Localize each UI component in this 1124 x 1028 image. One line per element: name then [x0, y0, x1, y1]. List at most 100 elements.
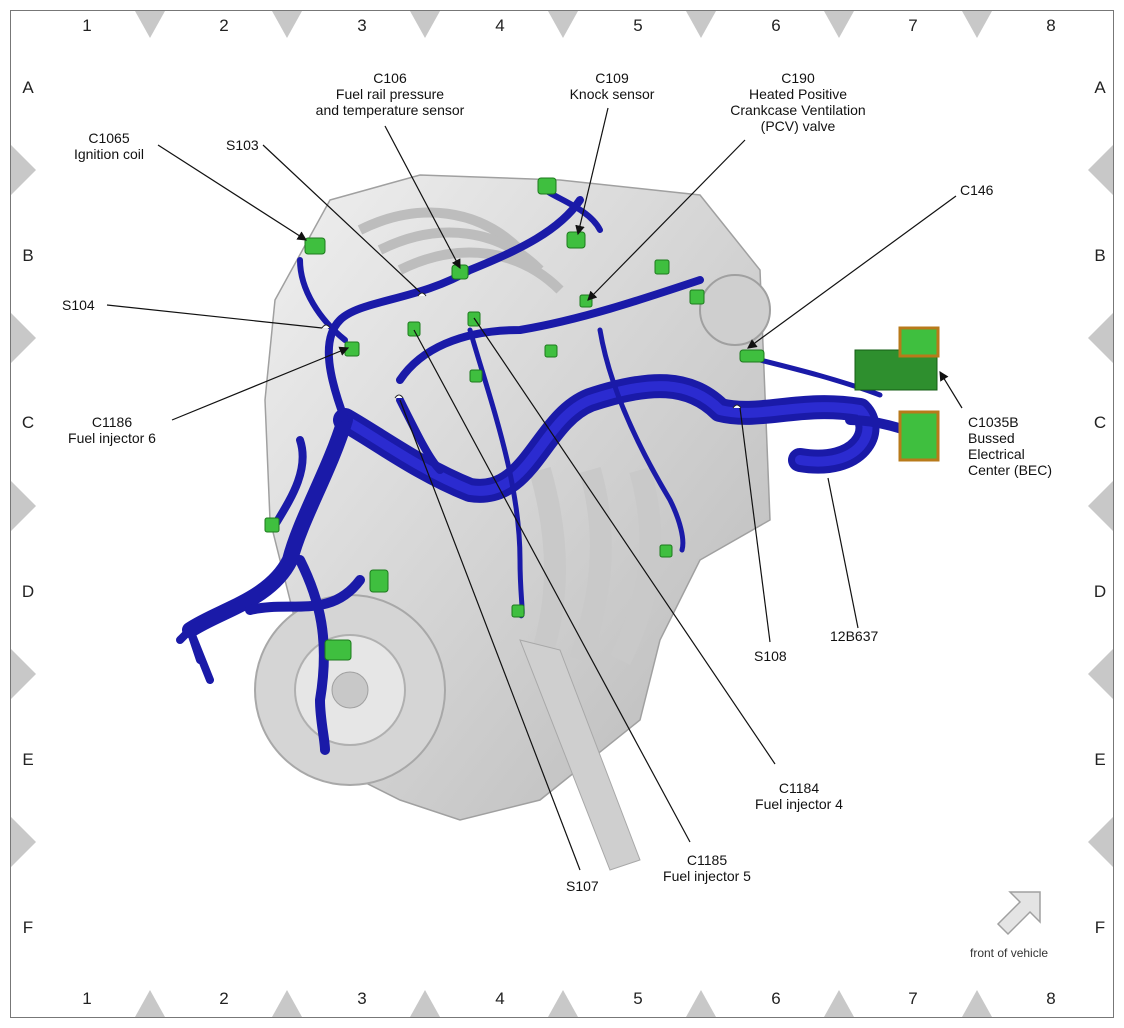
grid-marker-right-d — [1088, 649, 1113, 699]
callout-code: C1065 — [88, 130, 130, 146]
callout-code: 12B637 — [830, 628, 879, 644]
grid-marker-top-2 — [272, 11, 302, 38]
callout-code: C146 — [960, 182, 994, 198]
exhaust-manifold — [529, 466, 662, 665]
grid-col-label: 4 — [495, 16, 505, 35]
bec-block — [854, 326, 940, 462]
grid-row-label: B — [1094, 246, 1106, 265]
grid-marker-top-1 — [135, 11, 165, 38]
callout-desc: Ignition coil — [73, 146, 145, 162]
callout-code: C106 — [373, 70, 407, 86]
callout-c109: C109 Knock sensor — [560, 70, 664, 102]
front-of-vehicle-label: front of vehicle — [970, 946, 1049, 960]
callout-c1186: C1186 Fuel injector 6 — [56, 414, 168, 446]
grid-marker-left-a — [11, 145, 36, 195]
grid-row-label: E — [22, 750, 34, 769]
callout-desc: Center (BEC) — [968, 462, 1053, 478]
callout-code: C1184 — [778, 780, 820, 796]
callout-c106: C106 Fuel rail pressure and temperature … — [298, 70, 482, 118]
callout-c1065: C1065 Ignition coil — [62, 130, 156, 162]
grid-marker-bottom-5 — [686, 990, 716, 1017]
alternator — [699, 274, 771, 346]
callout-code: S103 — [226, 137, 259, 153]
callout-desc: Heated Positive — [748, 86, 848, 102]
grid-col-label: 6 — [771, 16, 781, 35]
grid-marker-left-b — [11, 313, 36, 363]
grid-col-label: 4 — [495, 989, 505, 1008]
callout-code: C109 — [595, 70, 629, 86]
grid-row-label: A — [22, 78, 34, 97]
callout-code: S108 — [754, 648, 787, 664]
callout-s103: S103 — [226, 137, 259, 153]
grid-marker-bottom-2 — [272, 990, 302, 1017]
grid-row-label: D — [21, 582, 35, 601]
callout-s104: S104 — [62, 297, 95, 313]
grid-marker-top-7 — [962, 11, 992, 38]
callout-desc: Knock sensor — [569, 86, 655, 102]
callout-code: C1035B — [968, 414, 1019, 430]
grid-marker-right-c — [1088, 481, 1113, 531]
grid-col-label: 7 — [908, 989, 918, 1008]
grid-marker-top-3 — [410, 11, 440, 38]
grid-col-label: 7 — [908, 16, 918, 35]
callout-desc: Bussed — [968, 430, 1015, 446]
grid-row-label: F — [22, 918, 34, 937]
grid-row-label: B — [22, 246, 34, 265]
grid-marker-left-e — [11, 817, 36, 867]
callout-desc: Fuel injector 5 — [663, 868, 751, 884]
callout-desc: Crankcase Ventilation — [730, 102, 866, 118]
grid-row-label: C — [1093, 413, 1107, 432]
grid-marker-left-d — [11, 649, 36, 699]
grid-col-label: 5 — [633, 16, 643, 35]
callout-desc: (PCV) valve — [760, 118, 836, 134]
diagram-frame — [10, 10, 1114, 1018]
grid-row-label: F — [1094, 918, 1106, 937]
callout-code: C1186 — [91, 414, 133, 430]
callout-code: S107 — [566, 878, 599, 894]
grid-marker-bottom-1 — [135, 990, 165, 1017]
callout-desc: Fuel rail pressure — [335, 86, 445, 102]
grid-col-label: 3 — [357, 989, 367, 1008]
grid-marker-left-c — [11, 481, 36, 531]
splice-markers — [321, 292, 742, 409]
callout-c190: C190 Heated Positive Crankcase Ventilati… — [712, 70, 884, 134]
callout-c146: C146 — [960, 182, 993, 198]
grid-col-label: 2 — [219, 16, 229, 35]
grid-row-label: D — [1093, 582, 1107, 601]
grid-col-label: 5 — [633, 989, 643, 1008]
grid-marker-right-a — [1088, 145, 1113, 195]
connector-c146 — [739, 349, 765, 363]
grid-col-label: 8 — [1046, 16, 1056, 35]
callout-code: C190 — [781, 70, 815, 86]
intake-runners — [357, 207, 564, 294]
grid-row-label: A — [1094, 78, 1106, 97]
grid-row-label: C — [21, 413, 35, 432]
grid-col-label: 6 — [771, 989, 781, 1008]
connector-c1185 — [407, 321, 421, 337]
grid-marker-bottom-3 — [410, 990, 440, 1017]
connector-c1065 — [304, 237, 326, 255]
callout-c1184: C1184 Fuel injector 4 — [744, 780, 854, 812]
grid-marker-bottom-7 — [962, 990, 992, 1017]
grid-marker-bottom-6 — [824, 990, 854, 1017]
callout-s107: S107 — [566, 878, 599, 894]
callout-c1035b: C1035B Bussed Electrical Center (BEC) — [968, 414, 1052, 478]
arrow-up-right-icon — [996, 891, 1041, 936]
callout-s108: S108 — [754, 648, 787, 664]
callout-desc: Fuel injector 6 — [68, 430, 156, 446]
grid-col-label: 8 — [1046, 989, 1056, 1008]
grid-col-label: 1 — [82, 16, 92, 35]
grid-col-label: 1 — [82, 989, 92, 1008]
grid-marker-top-6 — [824, 11, 854, 38]
grid-marker-top-4 — [548, 11, 578, 38]
grid-marker-right-b — [1088, 313, 1113, 363]
callout-code: S104 — [62, 297, 95, 313]
callout-desc: and temperature sensor — [315, 102, 465, 118]
grid-marker-bottom-4 — [548, 990, 578, 1017]
wiring-harness — [176, 187, 910, 755]
callout-code: C1185 — [686, 852, 728, 868]
grid-col-label: 2 — [219, 989, 229, 1008]
